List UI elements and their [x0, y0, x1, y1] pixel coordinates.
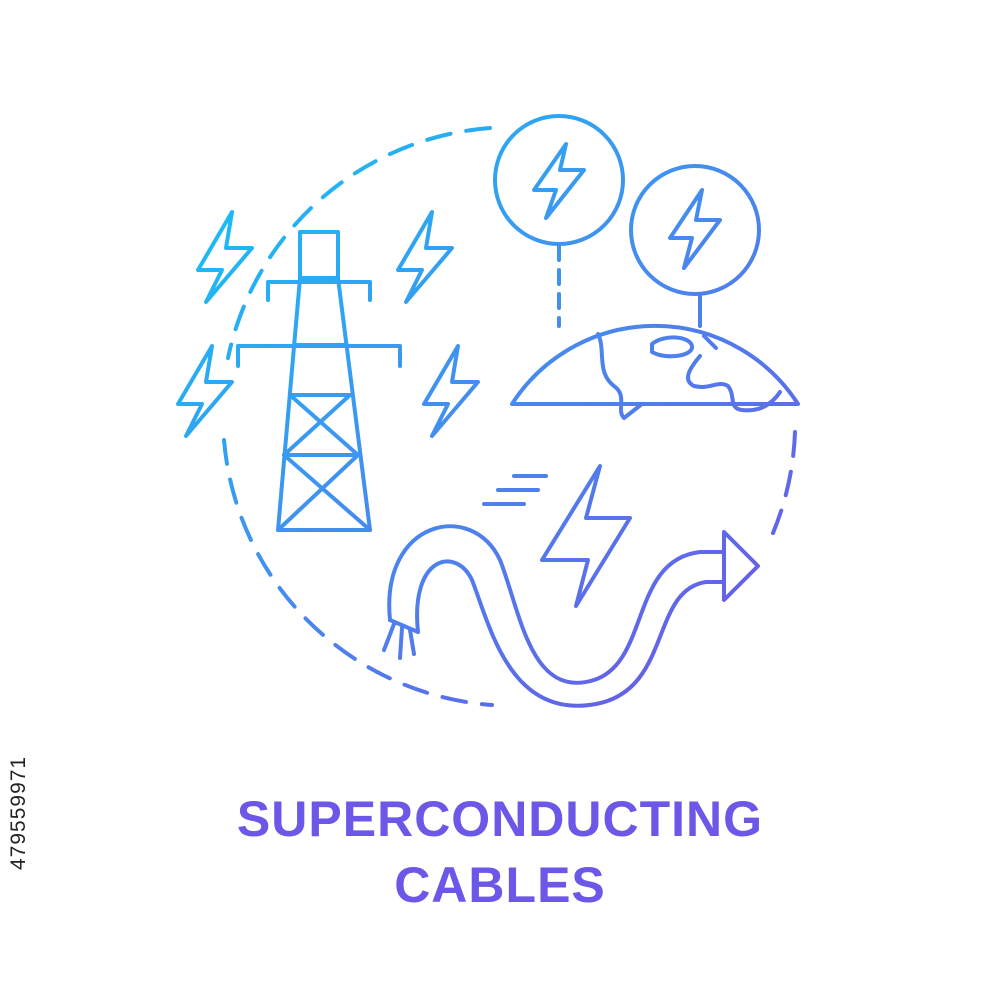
- lightning-bolt-icon: [422, 344, 480, 438]
- dashed-circle-frame-right: [768, 430, 797, 542]
- lightning-bolt-icon: [540, 464, 632, 608]
- lightning-bolt-icon: [196, 210, 254, 304]
- title-line-2: CABLES: [394, 857, 606, 913]
- dashed-circle-frame-lower: [222, 438, 494, 707]
- energy-circle-icon: [493, 114, 625, 328]
- cable-icon: [382, 524, 726, 708]
- transmission-tower-icon: [236, 230, 402, 532]
- lightning-bolt-icon: [176, 344, 234, 438]
- energy-circle-icon: [629, 164, 761, 328]
- dashed-circle-frame: [226, 126, 492, 360]
- stock-id-watermark: 479559971: [7, 755, 30, 870]
- globe-icon: [510, 323, 800, 420]
- arrow-icon: [722, 530, 760, 602]
- lightning-bolt-icon: [396, 210, 454, 304]
- title-line-1: SUPERCONDUCTING: [236, 791, 764, 847]
